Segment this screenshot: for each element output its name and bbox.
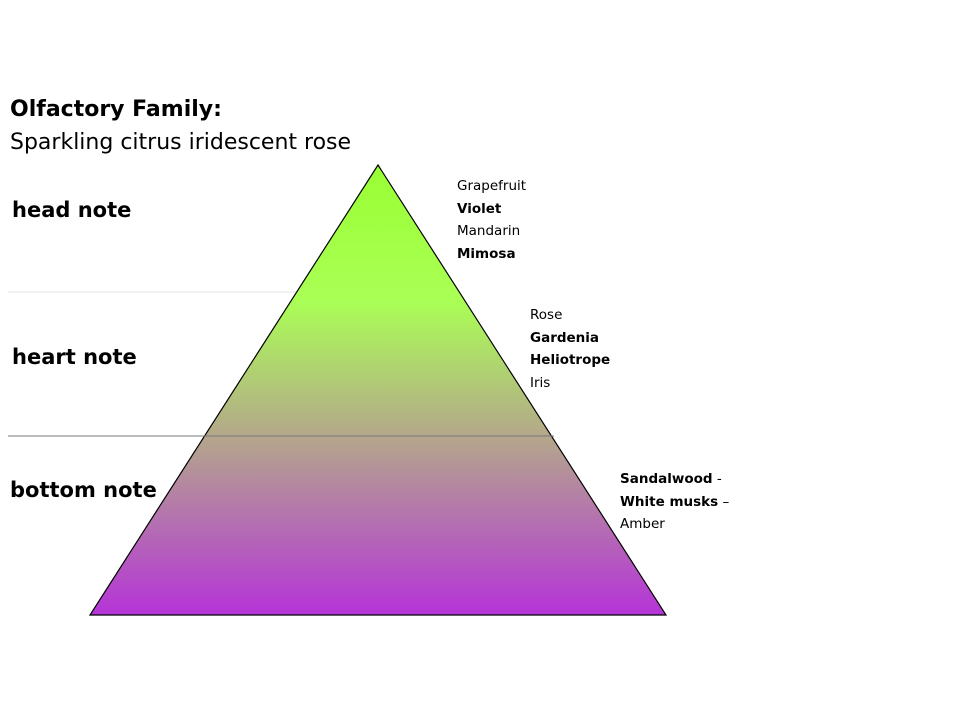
- head-notes-list: Grapefruit Violet Mandarin Mimosa: [457, 175, 526, 266]
- head-note-label: head note: [12, 198, 132, 222]
- note-item: Heliotrope: [530, 352, 611, 369]
- note-item: Rose: [530, 307, 563, 323]
- note-item: Grapefruit: [457, 178, 527, 194]
- heart-notes-list: Rose Gardenia Heliotrope Iris: [530, 304, 610, 395]
- note-row: Amber: [620, 513, 729, 536]
- pyramid-shape: [88, 163, 668, 616]
- note-item: Mandarin: [457, 223, 521, 240]
- note-row: Sandalwood -: [620, 468, 729, 491]
- heart-note-label: heart note: [12, 345, 137, 369]
- note-item: Iris: [530, 375, 551, 392]
- note-item: Mimosa: [457, 246, 516, 263]
- note-separator: –: [722, 493, 730, 510]
- note-separator: -: [716, 471, 722, 487]
- note-row: White musks –: [620, 491, 729, 514]
- diagram-subtitle: Sparkling citrus iridescent rose: [10, 130, 352, 155]
- note-item: White musks: [620, 493, 719, 510]
- note-item: Gardenia: [530, 329, 600, 346]
- note-item: Violet: [457, 200, 502, 217]
- note-item: Sandalwood: [620, 471, 713, 487]
- note-item: Amber: [620, 516, 665, 533]
- diagram-title: Olfactory Family:: [10, 97, 222, 122]
- bottom-note-label: bottom note: [10, 478, 157, 502]
- bottom-notes-list: Sandalwood - White musks – Amber: [620, 468, 729, 536]
